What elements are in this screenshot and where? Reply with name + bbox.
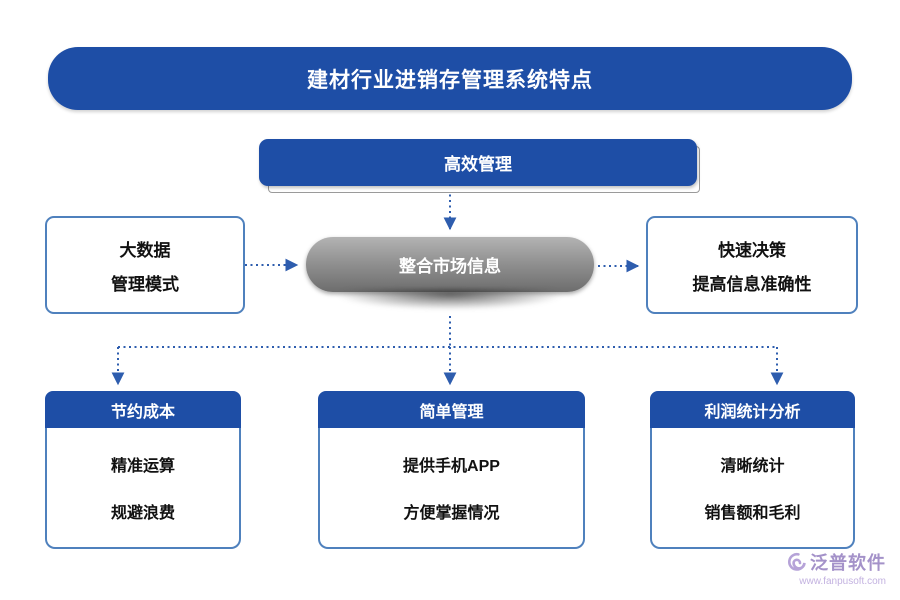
- node-line: 快速决策: [718, 240, 786, 260]
- feature-box-body: 清晰统计 销售额和毛利: [650, 428, 855, 549]
- fanpu-logo-icon: [788, 552, 806, 571]
- feature-item: 提供手机APP: [403, 457, 500, 475]
- fanpu-logo-text: 泛普软件: [810, 553, 886, 573]
- feature-box-simple-management: 简单管理 提供手机APP 方便掌握情况: [318, 391, 585, 549]
- diagram-title: 建材行业进销存管理系统特点: [307, 68, 593, 92]
- feature-item: 清晰统计: [720, 457, 785, 475]
- fanpu-logo-url: www.fanpusoft.com: [799, 576, 886, 587]
- feature-box-header: 节约成本: [45, 391, 241, 428]
- node-fast-decision: 快速决策 提高信息准确性: [646, 216, 858, 314]
- node-line: 管理模式: [111, 274, 179, 294]
- feature-item: 方便掌握情况: [403, 505, 500, 523]
- feature-box-body: 精准运算 规避浪费: [45, 428, 241, 549]
- node-label: 高效管理: [444, 155, 512, 174]
- feature-box-body: 提供手机APP 方便掌握情况: [318, 428, 585, 549]
- feature-box-header: 利润统计分析: [650, 391, 855, 428]
- feature-item: 销售额和毛利: [704, 505, 801, 523]
- node-big-data: 大数据 管理模式: [45, 216, 245, 314]
- node-efficient-management: 高效管理: [259, 139, 697, 186]
- node-label: 整合市场信息: [399, 257, 501, 276]
- center-node-shadow: [298, 289, 602, 321]
- feature-box-header: 简单管理: [318, 391, 585, 428]
- fanpu-watermark: 泛普软件 www.fanpusoft.com: [766, 549, 886, 587]
- diagram-title-banner: 建材行业进销存管理系统特点: [48, 47, 852, 110]
- node-integrate-market-info: 整合市场信息: [306, 237, 594, 292]
- feature-box-profit-analysis: 利润统计分析 清晰统计 销售额和毛利: [650, 391, 855, 549]
- node-line: 大数据: [119, 240, 171, 260]
- node-line: 提高信息准确性: [692, 274, 812, 294]
- feature-item: 精准运算: [110, 457, 175, 475]
- feature-item: 规避浪费: [110, 505, 175, 523]
- feature-box-cost-saving: 节约成本 精准运算 规避浪费: [45, 391, 241, 549]
